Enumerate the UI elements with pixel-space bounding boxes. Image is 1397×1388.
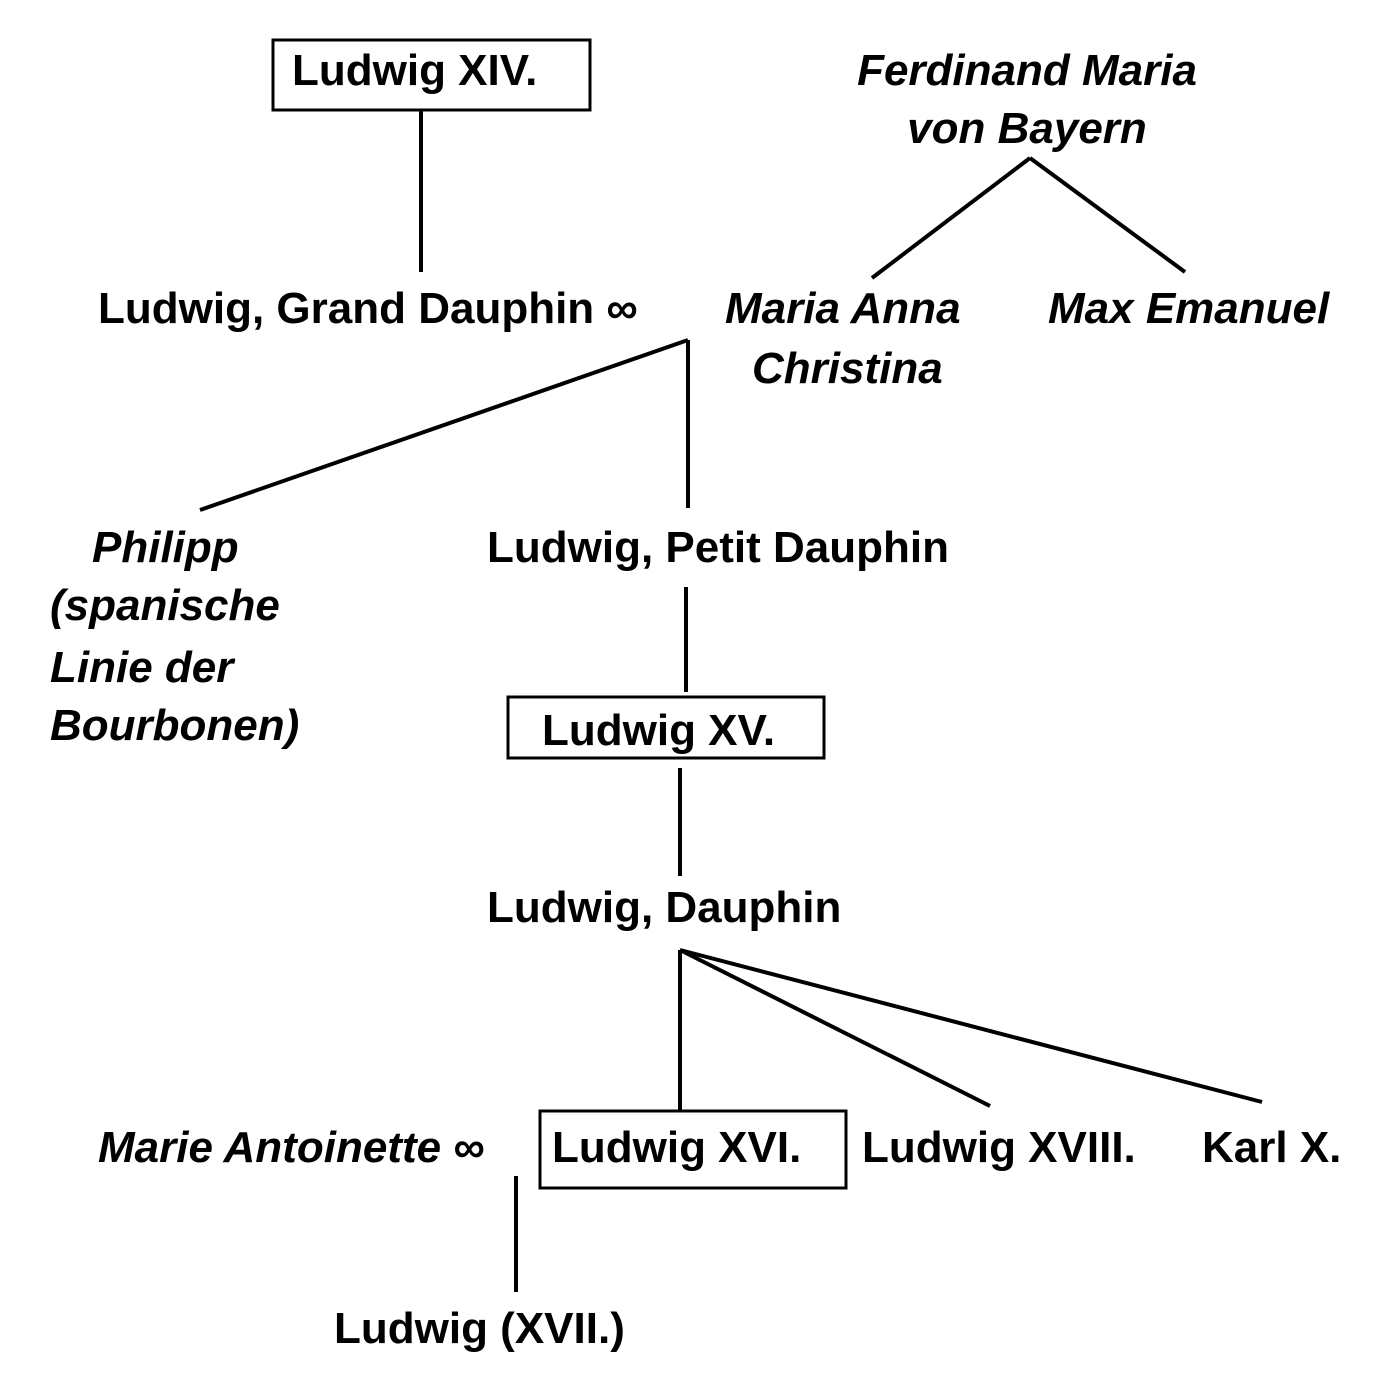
edge-dauphin-xviii	[679, 948, 991, 1108]
node-ferdinand-line2: von Bayern	[907, 104, 1147, 153]
edge-dauphin-karl-x	[679, 948, 1263, 1104]
node-ludwig-xv: Ludwig XV.	[542, 706, 775, 755]
ludwig-xv-box	[506, 695, 826, 760]
node-petit-dauphin: Ludwig, Petit Dauphin	[487, 523, 949, 572]
edge-ferdinand-max-emanuel	[1028, 156, 1187, 274]
node-karl-x: Karl X.	[1202, 1123, 1341, 1172]
node-maria-anna-line2: Christina	[752, 344, 943, 393]
node-philipp-line1: Philipp	[92, 523, 239, 572]
node-ludwig-xiv: Ludwig XIV.	[292, 46, 537, 95]
node-marie-antoinette: Marie Antoinette ∞	[98, 1123, 485, 1172]
ludwig-xiv-box	[271, 38, 592, 112]
ludwig-xvi-box	[538, 1109, 848, 1190]
node-ludwig-xviii: Ludwig XVIII.	[862, 1123, 1136, 1172]
node-ferdinand-line1: Ferdinand Maria	[857, 46, 1197, 95]
node-philipp-line2: (spanische	[50, 581, 280, 630]
node-ludwig-xvii: Ludwig (XVII.)	[334, 1304, 625, 1353]
node-philipp-line3: Linie der	[50, 643, 236, 692]
node-ludwig-xvi: Ludwig XVI.	[552, 1123, 801, 1172]
node-maria-anna-line1: Maria Anna	[725, 284, 961, 333]
node-max-emanuel: Max Emanuel	[1048, 284, 1330, 333]
edge-grand-dauphin-philipp	[199, 338, 689, 512]
node-dauphin: Ludwig, Dauphin	[487, 883, 841, 932]
edge-ferdinand-maria-anna	[870, 156, 1032, 280]
node-philipp-line4: Bourbonen)	[50, 701, 299, 750]
node-grand-dauphin: Ludwig, Grand Dauphin ∞	[98, 284, 638, 333]
